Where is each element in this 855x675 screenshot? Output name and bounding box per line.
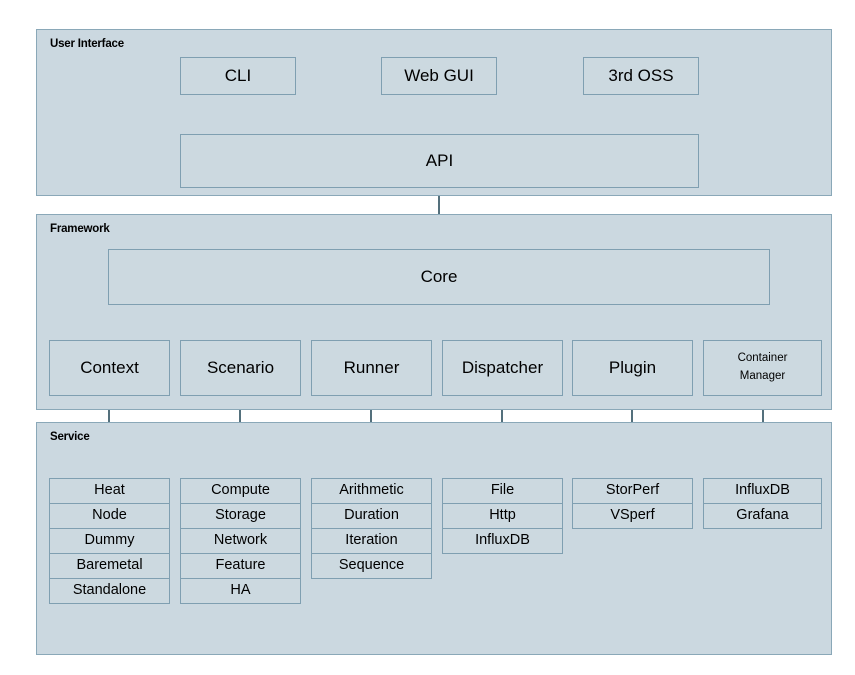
node-plugin[interactable]: Plugin	[572, 340, 693, 396]
service-item-container-manager-grafana[interactable]: Grafana	[703, 503, 822, 529]
service-item-container-manager-influxdb[interactable]: InfluxDB	[703, 478, 822, 504]
service-item-runner-arithmetic[interactable]: Arithmetic	[311, 478, 432, 504]
node-plugin-label: Plugin	[608, 358, 657, 378]
node-dispatcher[interactable]: Dispatcher	[442, 340, 563, 396]
service-item-plugin-vsperf[interactable]: VSperf	[572, 503, 693, 529]
service-item-dispatcher-http[interactable]: Http	[442, 503, 563, 529]
service-item-context-standalone[interactable]: Standalone	[49, 578, 170, 604]
node-scenario-label: Scenario	[206, 358, 275, 378]
panel-title-framework: Framework	[50, 223, 110, 235]
node-cli-label: CLI	[224, 66, 252, 86]
panel-title-user-interface: User Interface	[50, 38, 124, 50]
service-item-runner-sequence[interactable]: Sequence	[311, 553, 432, 579]
panel-title-service: Service	[50, 431, 90, 443]
service-item-context-heat[interactable]: Heat	[49, 478, 170, 504]
service-item-runner-iteration[interactable]: Iteration	[311, 528, 432, 554]
service-item-scenario-storage[interactable]: Storage	[180, 503, 301, 529]
node-container-manager-label-line1: Container	[737, 352, 788, 365]
node-scenario[interactable]: Scenario	[180, 340, 301, 396]
service-item-scenario-compute[interactable]: Compute	[180, 478, 301, 504]
service-item-runner-duration[interactable]: Duration	[311, 503, 432, 529]
node-context-label: Context	[80, 358, 139, 378]
node-container-manager[interactable]: Container Manager	[703, 340, 822, 396]
node-context[interactable]: Context	[49, 340, 170, 396]
service-item-dispatcher-influxdb[interactable]: InfluxDB	[442, 528, 563, 554]
node-api-label: API	[425, 151, 454, 171]
node-cli[interactable]: CLI	[180, 57, 296, 95]
service-item-dispatcher-file[interactable]: File	[442, 478, 563, 504]
service-item-scenario-feature[interactable]: Feature	[180, 553, 301, 579]
node-web-gui-label: Web GUI	[404, 66, 474, 86]
service-item-context-dummy[interactable]: Dummy	[49, 528, 170, 554]
node-core[interactable]: Core	[108, 249, 770, 305]
service-item-context-node[interactable]: Node	[49, 503, 170, 529]
service-item-scenario-ha[interactable]: HA	[180, 578, 301, 604]
node-third-oss-label: 3rd OSS	[608, 66, 674, 86]
node-web-gui[interactable]: Web GUI	[381, 57, 497, 95]
node-api[interactable]: API	[180, 134, 699, 188]
service-item-scenario-network[interactable]: Network	[180, 528, 301, 554]
service-item-context-baremetal[interactable]: Baremetal	[49, 553, 170, 579]
node-core-label: Core	[420, 267, 458, 287]
node-runner[interactable]: Runner	[311, 340, 432, 396]
node-container-manager-label-line2: Manager	[739, 370, 786, 382]
service-item-plugin-storperf[interactable]: StorPerf	[572, 478, 693, 504]
node-runner-label: Runner	[343, 358, 400, 378]
node-third-oss[interactable]: 3rd OSS	[583, 57, 699, 95]
node-dispatcher-label: Dispatcher	[461, 358, 544, 378]
